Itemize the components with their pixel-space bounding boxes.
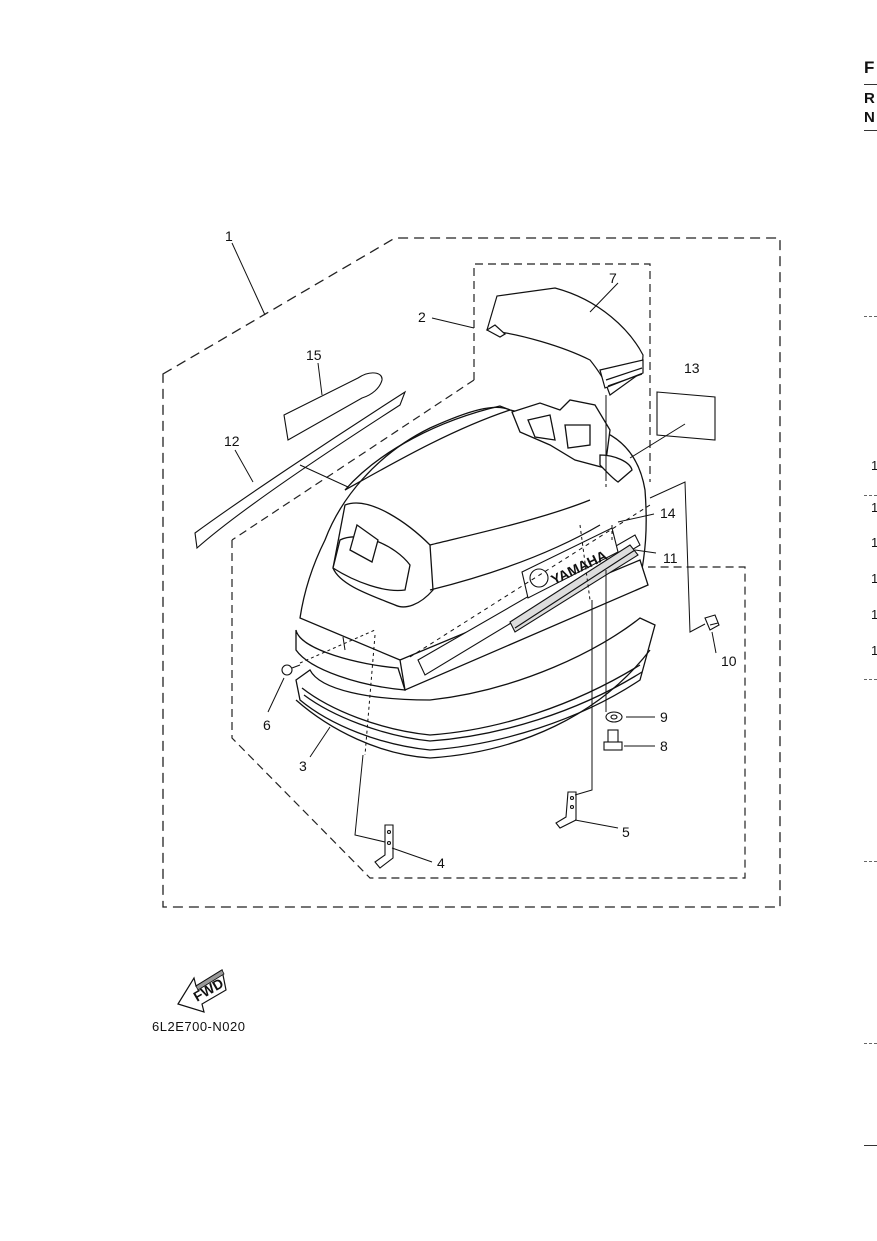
edge-letter-f: F bbox=[864, 58, 875, 77]
edge-number: 1 bbox=[871, 535, 877, 550]
washer-9 bbox=[605, 711, 623, 723]
callout-5: 5 bbox=[622, 824, 630, 840]
callout-12: 12 bbox=[224, 433, 240, 449]
yamaha-logo-icon bbox=[529, 568, 549, 588]
edge-dash bbox=[864, 1043, 877, 1044]
bolt-10 bbox=[704, 614, 720, 631]
callout-8: 8 bbox=[660, 738, 668, 754]
edge-letter-r: R bbox=[864, 90, 875, 107]
edge-dash bbox=[864, 495, 877, 496]
callout-11: 11 bbox=[663, 550, 678, 566]
fwd-arrow-icon: FWD bbox=[177, 969, 227, 1013]
callout-9: 9 bbox=[660, 709, 668, 725]
edge-number: 1 bbox=[871, 571, 877, 586]
callout-10: 10 bbox=[721, 653, 737, 669]
callout-4: 4 bbox=[437, 855, 445, 871]
cowling-seal-3 bbox=[295, 617, 656, 759]
edge-number: 1 bbox=[871, 458, 877, 473]
edge-dash bbox=[864, 316, 877, 317]
edge-number: 1 bbox=[871, 500, 877, 515]
decal-12 bbox=[194, 390, 407, 550]
callout-6: 6 bbox=[263, 717, 271, 733]
callout-15: 15 bbox=[306, 347, 322, 363]
edge-rule bbox=[864, 84, 877, 85]
edge-letter-n: N bbox=[864, 109, 875, 126]
edge-rule bbox=[864, 130, 877, 131]
edge-dash bbox=[864, 861, 877, 862]
diagram-code: 6L2E700-N020 bbox=[152, 1019, 246, 1034]
side-stripe-11 bbox=[417, 534, 641, 676]
edge-dash bbox=[864, 679, 877, 680]
assembly-boundary-2 bbox=[473, 263, 651, 482]
bracket-4 bbox=[374, 824, 394, 869]
decal-15 bbox=[283, 372, 383, 441]
callout-14: 14 bbox=[660, 505, 676, 521]
screw-6 bbox=[281, 664, 301, 676]
callout-3: 3 bbox=[299, 758, 307, 774]
assembly-boundary-1 bbox=[162, 237, 781, 908]
callout-7: 7 bbox=[609, 270, 617, 286]
bolt-8 bbox=[603, 729, 623, 751]
bracket-5 bbox=[555, 791, 577, 829]
callout-2: 2 bbox=[418, 309, 426, 325]
callout-1: 1 bbox=[225, 228, 233, 244]
label-13 bbox=[656, 391, 716, 441]
edge-rule bbox=[864, 1145, 877, 1146]
top-cover-7 bbox=[485, 287, 644, 396]
callout-13: 13 bbox=[684, 360, 700, 376]
edge-number: 1 bbox=[871, 643, 877, 658]
edge-number: 1 bbox=[871, 607, 877, 622]
